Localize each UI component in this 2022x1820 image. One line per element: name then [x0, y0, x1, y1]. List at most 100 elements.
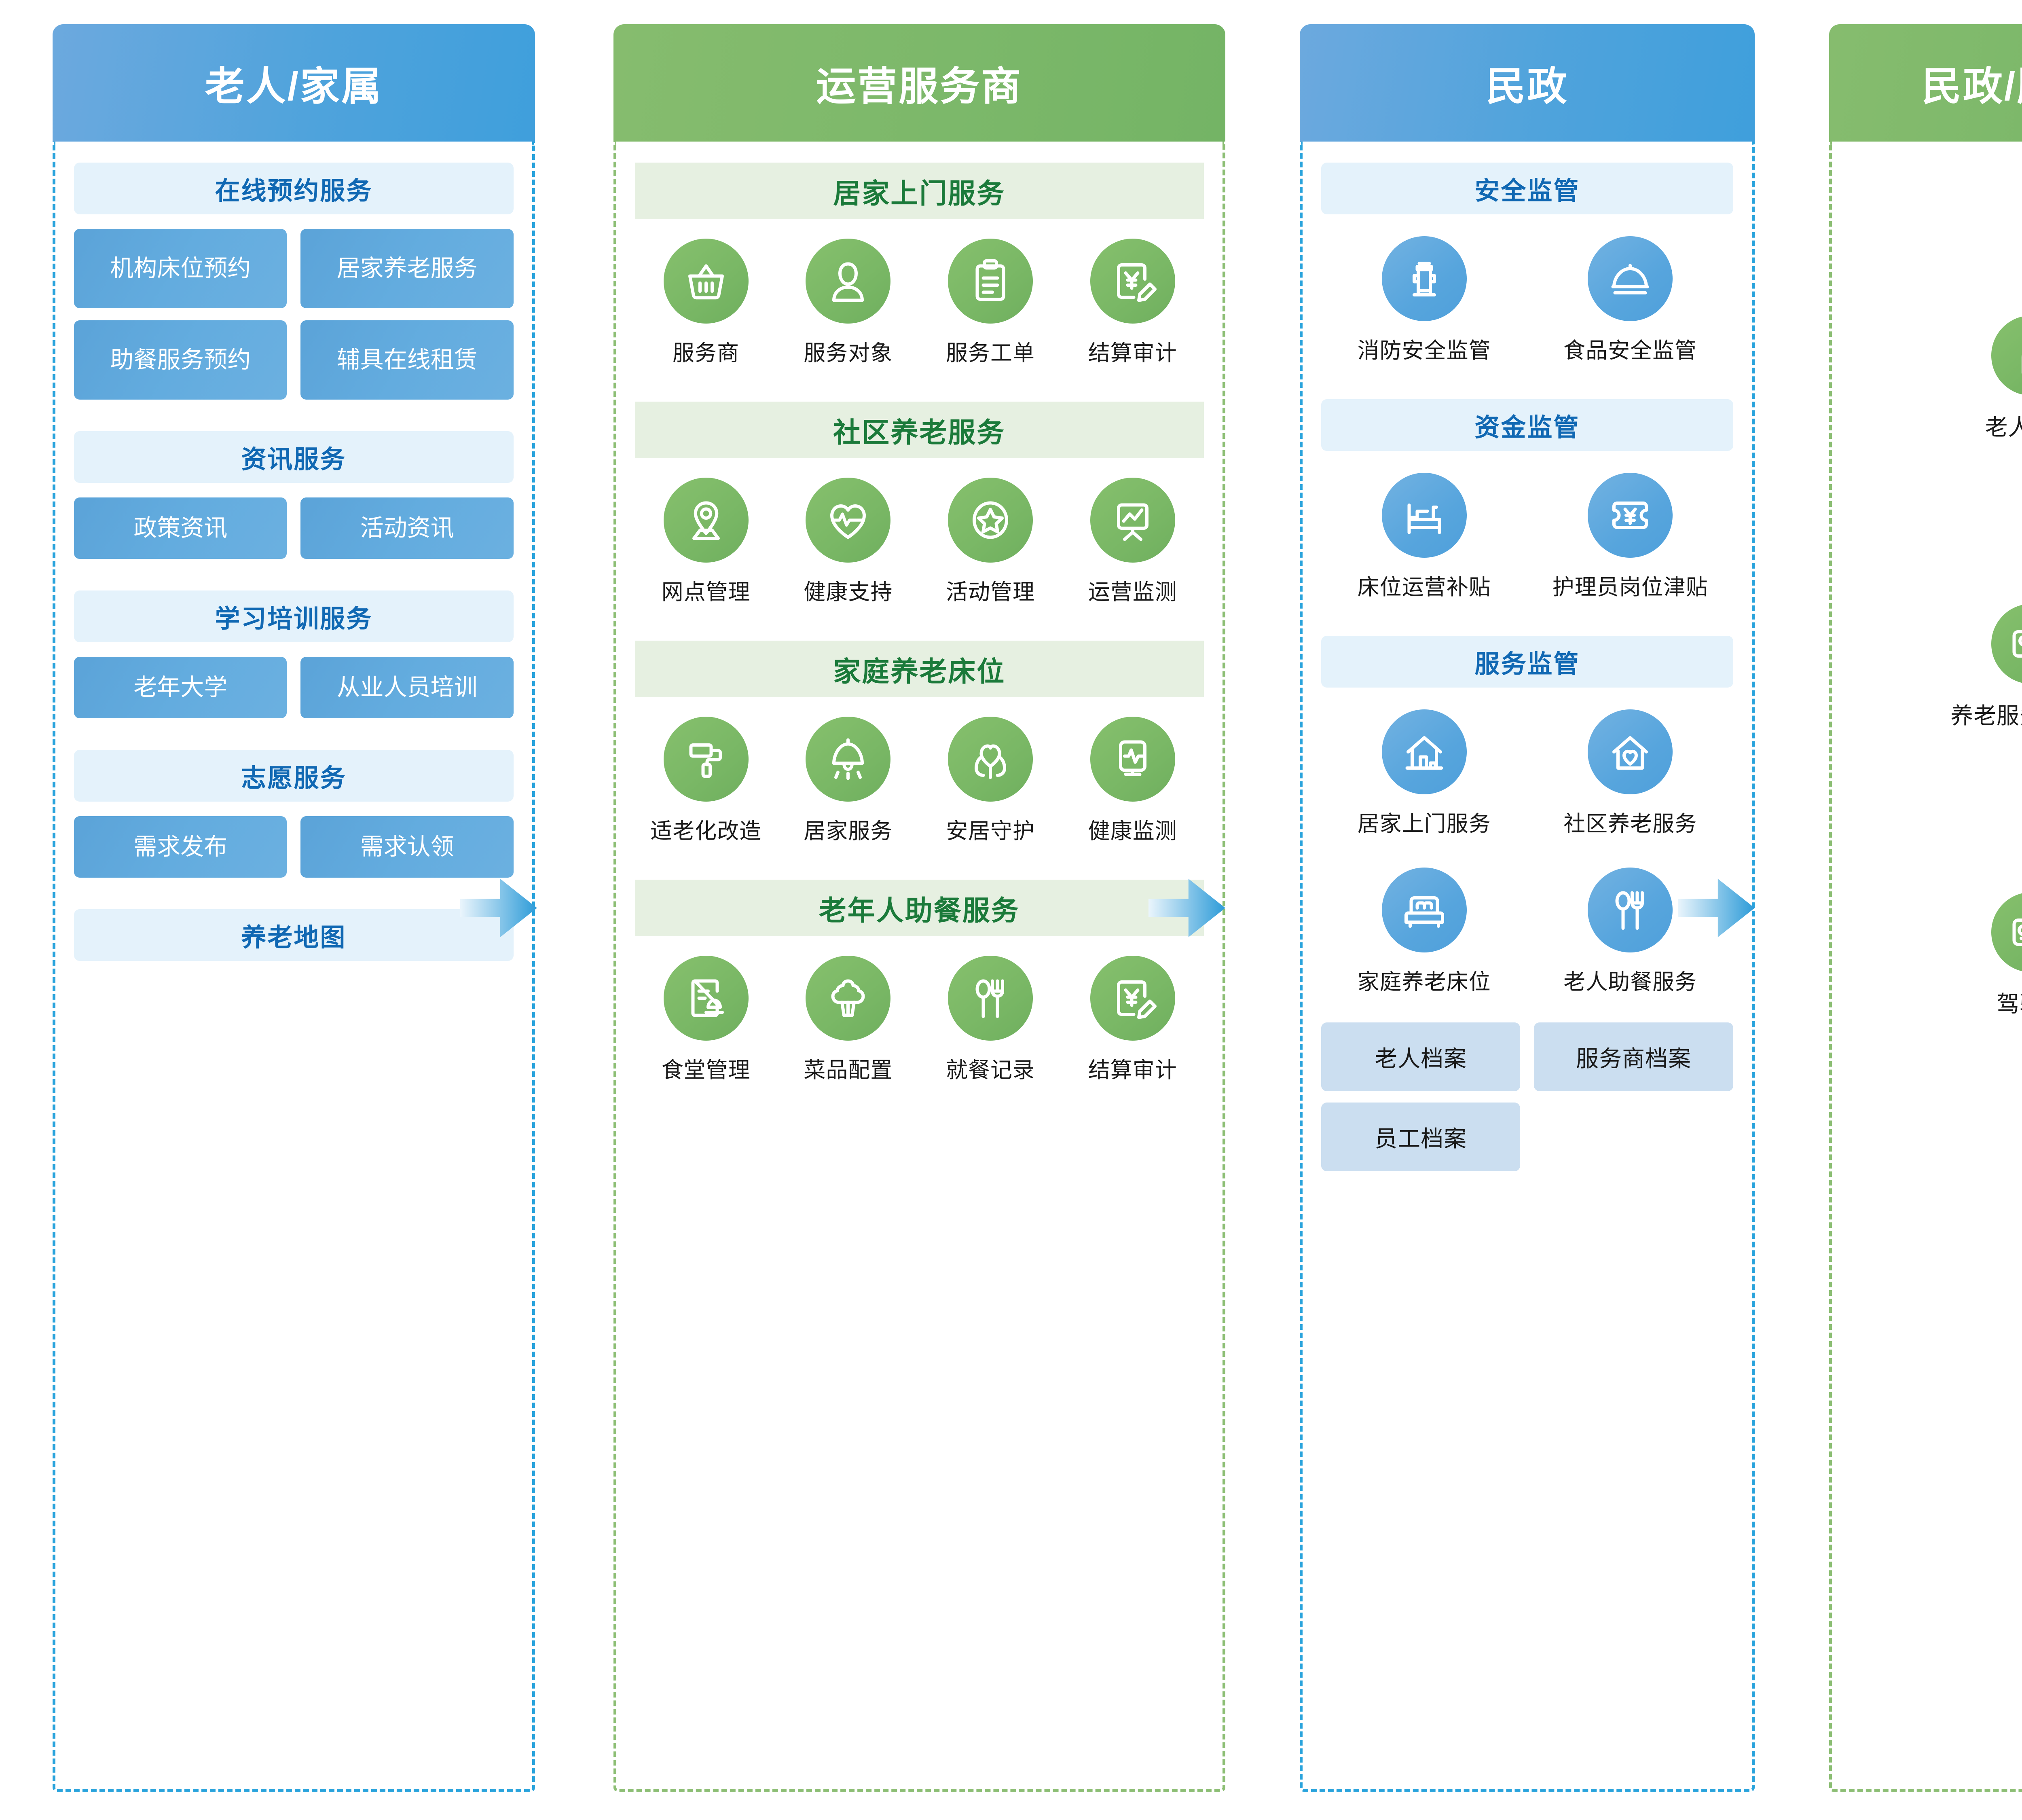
icon-label: 运营监测	[1088, 580, 1177, 604]
section-title-safety-supervision: 安全监管	[1321, 163, 1733, 214]
column-body-elderly: 在线预约服务 机构床位预约 居家养老服务 助餐服务预约 辅具在线租赁 资讯服务 …	[53, 142, 535, 1792]
icon-label: 结算审计	[1088, 341, 1177, 365]
flow-arrow-1	[460, 876, 537, 940]
icon-cell-health-monitoring[interactable]: 健康监测	[1062, 717, 1204, 845]
column-elderly: 老人/家属 在线预约服务 机构床位预约 居家养老服务 助餐服务预约 辅具在线租赁…	[53, 24, 537, 1792]
section-title-elderly-care-map: 养老地图	[74, 909, 514, 961]
section-title-volunteer-service: 志愿服务	[74, 750, 514, 802]
section-title-community-elderly-care: 社区养老服务	[635, 402, 1204, 458]
icon-row-service-supervision-2: 家庭养老床位 老人助餐服务	[1321, 868, 1733, 996]
icon-cell-home-visit-supervision[interactable]: 居家上门服务	[1321, 709, 1527, 838]
section-title-fund-supervision: 资金监管	[1321, 399, 1733, 451]
icon-label: 居家服务	[804, 819, 893, 843]
icon-row-community-elderly-care: 网点管理 健康支持	[635, 478, 1204, 606]
icon-row-fund-supervision: 床位运营补贴 护理员岗位津贴	[1321, 473, 1733, 601]
column-header-civil-affairs: 民政	[1299, 24, 1755, 142]
menu-board-icon	[663, 956, 749, 1041]
icon-cell-settlement-audit-meal[interactable]: 结算审计	[1062, 956, 1204, 1084]
column-body-operator: 居家上门服务 服务商	[613, 142, 1225, 1792]
tile-assistive-device-rental[interactable]: 辅具在线租赁	[300, 320, 514, 400]
icon-cell-dining-record[interactable]: 就餐记录	[919, 956, 1062, 1084]
icon-cell-canteen-management[interactable]: 食堂管理	[635, 956, 777, 1084]
icon-label: 服务商	[673, 341, 740, 365]
file-card-staff-archive[interactable]: 员工档案	[1321, 1103, 1521, 1171]
icon-row-service-supervision-1: 居家上门服务 社区养老服务	[1321, 709, 1733, 838]
icon-cell-home-service[interactable]: 居家服务	[777, 717, 920, 845]
icon-cell-service-object[interactable]: 服务对象	[777, 239, 920, 367]
icon-cell-service-workorder[interactable]: 服务工单	[919, 239, 1062, 367]
tile-grid-online-booking: 机构床位预约 居家养老服务 助餐服务预约 辅具在线租赁	[74, 229, 514, 400]
icon-cell-outlet-management[interactable]: 网点管理	[635, 478, 777, 606]
icon-label: 活动管理	[946, 580, 1035, 604]
icon-cell-safe-living-guard[interactable]: 安居守护	[919, 717, 1062, 845]
icon-row-home-visit-service: 服务商 服务对象	[635, 239, 1204, 367]
icon-label: 社区养老服务	[1563, 812, 1697, 836]
icon-row-safety-supervision: 消防安全监管 食品安全监管	[1321, 236, 1733, 364]
clipboard-icon	[948, 239, 1033, 324]
icon-cell-community-care-supervision[interactable]: 社区养老服务	[1527, 709, 1733, 838]
tile-grid-news-service: 政策资讯 活动资讯	[74, 497, 514, 559]
section-title-service-supervision: 服务监管	[1321, 636, 1733, 688]
heart-hands-icon	[948, 717, 1033, 802]
tile-activity-news[interactable]: 活动资讯	[300, 497, 514, 559]
paint-roller-icon	[663, 717, 749, 802]
tile-policy-news[interactable]: 政策资讯	[74, 497, 287, 559]
column-header-elderly: 老人/家属	[53, 24, 535, 142]
icon-cell-meal-service-supervision[interactable]: 老人助餐服务	[1527, 868, 1733, 996]
icon-cell-family-bed-supervision[interactable]: 家庭养老床位	[1321, 868, 1527, 996]
section-title-family-care-bed: 家庭养老床位	[635, 641, 1204, 697]
tile-senior-university[interactable]: 老年大学	[74, 657, 287, 718]
vitals-monitor-icon	[1090, 717, 1175, 802]
map-pin-icon	[663, 478, 749, 563]
house-icon	[1381, 709, 1467, 794]
icon-cell-settlement-audit[interactable]: 结算审计	[1062, 239, 1204, 367]
spoon-fork-icon	[1588, 868, 1673, 952]
icon-cell-health-support[interactable]: 健康支持	[777, 478, 920, 606]
icon-label: 就餐记录	[946, 1058, 1035, 1082]
icon-label: 老人画像	[1985, 415, 2022, 440]
icon-cell-caregiver-post-allowance[interactable]: 护理员岗位津贴	[1527, 473, 1733, 601]
section-title-learning-training: 学习培训服务	[74, 590, 514, 642]
icon-label: 床位运营补贴	[1357, 575, 1491, 599]
basket-icon	[663, 239, 749, 324]
icon-label: 食堂管理	[661, 1058, 751, 1082]
tile-grid-learning-training: 老年大学 从业人员培训	[74, 657, 514, 718]
icon-row-elderly-meal-service: 食堂管理 菜品配置	[635, 956, 1204, 1084]
presentation-chart-icon	[1090, 478, 1175, 563]
icon-cell-four-networks[interactable]: 养老服务四张网	[1950, 604, 2022, 730]
icon-cell-elderly-profile[interactable]: 老人画像	[1985, 315, 2022, 442]
column-body-civil-affairs-operator: 老人画像 养老服务四张网	[1829, 142, 2022, 1792]
icon-cell-service-provider[interactable]: 服务商	[635, 239, 777, 367]
icon-cell-age-friendly-renovation[interactable]: 适老化改造	[635, 717, 777, 845]
icon-cell-bed-operation-subsidy[interactable]: 床位运营补贴	[1321, 473, 1527, 601]
column-header-operator: 运营服务商	[613, 24, 1225, 142]
icon-label: 老人助餐服务	[1563, 970, 1697, 994]
icon-label: 适老化改造	[650, 819, 762, 843]
tile-demand-claim[interactable]: 需求认领	[300, 816, 514, 878]
icon-label: 健康支持	[804, 580, 893, 604]
icon-cell-fire-safety-supervision[interactable]: 消防安全监管	[1321, 236, 1527, 364]
column-body-civil-affairs: 安全监管 消防安全监管	[1299, 142, 1755, 1792]
icon-cell-operation-monitoring[interactable]: 运营监测	[1062, 478, 1204, 606]
tile-meal-service-booking[interactable]: 助餐服务预约	[74, 320, 287, 400]
food-cloche-icon	[1588, 236, 1673, 321]
icon-label: 养老服务四张网	[1950, 703, 2022, 728]
tile-staff-training[interactable]: 从业人员培训	[300, 657, 514, 718]
tile-demand-publish[interactable]: 需求发布	[74, 816, 287, 878]
tile-home-care-service[interactable]: 居家养老服务	[300, 229, 514, 308]
section-title-news-service: 资讯服务	[74, 431, 514, 483]
section-title-elderly-meal-service: 老年人助餐服务	[635, 880, 1204, 936]
network-map-icon	[1991, 604, 2022, 684]
file-card-elderly-archive[interactable]: 老人档案	[1321, 1022, 1521, 1091]
icon-cell-food-safety-supervision[interactable]: 食品安全监管	[1527, 236, 1733, 364]
icon-cell-cockpit[interactable]: 驾驶舱	[1991, 892, 2022, 1019]
icon-cell-activity-management[interactable]: 活动管理	[919, 478, 1062, 606]
spoon-fork-icon	[948, 956, 1033, 1041]
column-civil-affairs: 民政 安全监管 消防安全监管	[1299, 24, 1755, 1792]
icon-label: 菜品配置	[804, 1058, 893, 1082]
tile-institution-bed-booking[interactable]: 机构床位预约	[74, 229, 287, 308]
icon-row-family-care-bed: 适老化改造 居家服务	[635, 717, 1204, 845]
file-card-provider-archive[interactable]: 服务商档案	[1534, 1022, 1733, 1091]
icon-cell-dish-configuration[interactable]: 菜品配置	[777, 956, 920, 1084]
